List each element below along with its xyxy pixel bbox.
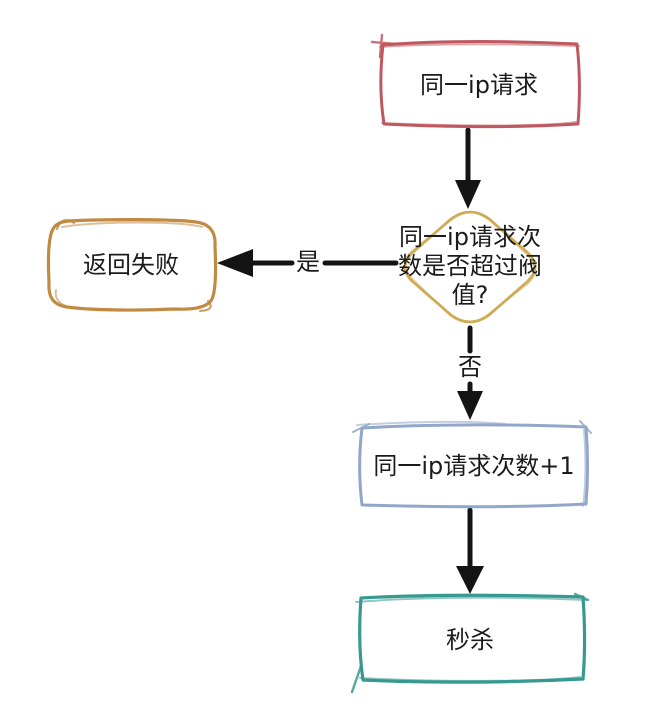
node-increment-label: 同一ip请求次数+1 (373, 452, 574, 480)
edge-decision-to-increment-arrowhead (457, 391, 483, 420)
node-increment-shape-pass2 (356, 420, 587, 507)
node-start-label: 同一ip请求 (420, 71, 538, 99)
edge-start-to-decision-arrowhead (455, 180, 481, 209)
node-start: 同一ip请求 (370, 33, 581, 129)
node-decision: 同一ip请求次 数是否超过阀 值? (398, 210, 542, 324)
edge-decision-to-increment: 否 (457, 325, 483, 420)
edge-increment-to-seckill (456, 507, 484, 594)
node-seckill-shape-pass2 (355, 596, 587, 682)
edge-decision-to-fail: 是 (217, 248, 399, 277)
node-decision-shape-pass2 (404, 211, 536, 323)
node-return-fail-shape (46, 218, 218, 312)
node-return-fail: 返回失败 (46, 218, 218, 312)
node-return-fail-label: 返回失败 (83, 251, 179, 279)
edge-label-no: 否 (458, 353, 482, 381)
node-decision-label-line3: 值? (452, 281, 489, 309)
edge-decision-to-fail-arrowhead (217, 249, 253, 277)
node-decision-label-line1: 同一ip请求次 (399, 223, 541, 251)
edge-increment-to-seckill-arrowhead (456, 566, 484, 594)
node-increment-shape (358, 423, 589, 509)
node-increment: 同一ip请求次数+1 (352, 420, 592, 509)
node-start-corner-overshoot (370, 33, 398, 59)
node-return-fail-corner-curl (56, 219, 212, 312)
node-seckill: 秒杀 (350, 592, 590, 694)
node-seckill-corner-overshoot (350, 592, 590, 694)
node-seckill-label: 秒杀 (446, 626, 494, 654)
node-start-shape (379, 40, 581, 129)
node-increment-corner-overshoot (352, 420, 592, 434)
node-start-shape-pass2 (379, 43, 580, 127)
edge-label-yes: 是 (296, 248, 320, 276)
node-return-fail-shape-pass2 (54, 221, 203, 309)
node-seckill-shape (358, 593, 587, 684)
edge-start-to-decision (455, 127, 481, 209)
node-decision-label-line2: 数是否超过阀 (398, 252, 542, 280)
